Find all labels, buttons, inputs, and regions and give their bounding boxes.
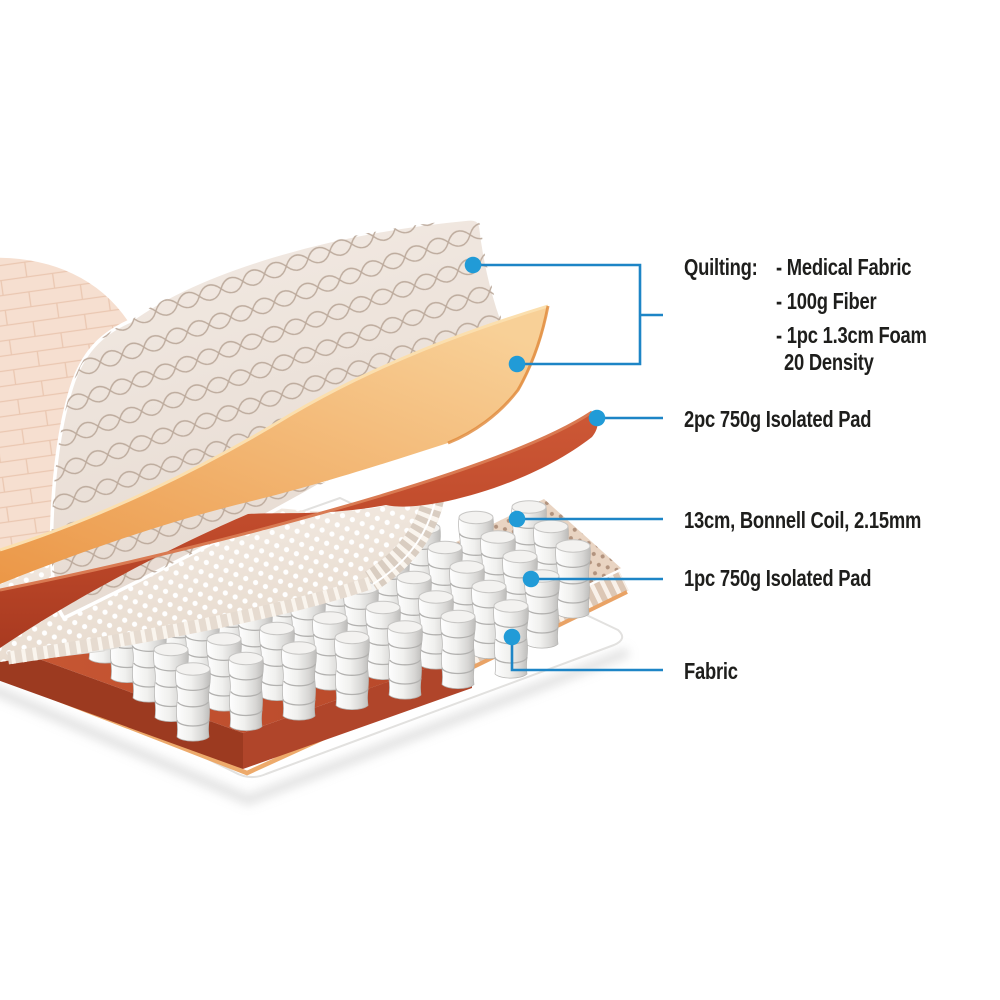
quilting-item-medical-fabric: - Medical Fabric [776,254,912,280]
dot-fabric [503,628,521,646]
dot-1pc-pad [522,570,540,588]
dot-quilt-fabric [464,256,482,274]
perforated-pad-layer [0,488,445,665]
dot-quilt-foam [508,355,526,373]
callout-fabric: Fabric [684,658,738,684]
isolated-pad-2pc-layer [0,410,598,648]
callout-quilting: Quilting: - Medical Fabric - 100g Fiber … [684,254,927,383]
quilting-item-fiber: - 100g Fiber [776,288,877,314]
quilting-title: Quilting: [684,254,758,280]
quilting-item-foam: - 1pc 1.3cm Foam [776,322,927,348]
quilting-bracket [473,263,663,366]
callout-bonnell-coil: 13cm, Bonnell Coil, 2.15mm [684,507,922,533]
callout-1pc-pad: 1pc 750g Isolated Pad [684,565,872,591]
leader-lines [473,263,663,672]
quilting-item-density: 20 Density [784,349,874,375]
dot-2pc-pad [588,409,606,427]
dot-coil [508,510,526,528]
base-shadow [0,647,630,806]
foam-sheet-layer [0,304,550,584]
callout-2pc-pad: 2pc 750g Isolated Pad [684,406,872,432]
leader-dots [464,256,606,646]
leader-fabric [510,637,663,672]
